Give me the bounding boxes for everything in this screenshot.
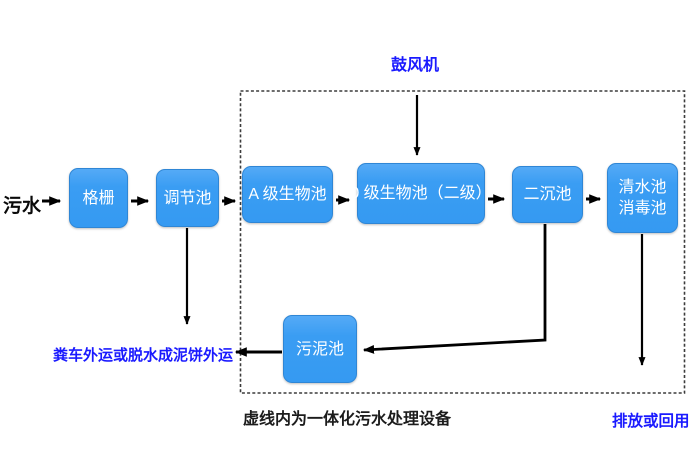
node-sludge-tank: 污泥池 xyxy=(283,315,357,383)
arrow-sedimentation-to-sludge xyxy=(362,224,547,354)
node-grid-screen: 格栅 xyxy=(69,168,128,228)
blower-label: 鼓风机 xyxy=(391,57,440,74)
integrated-equipment-dashed-boundary xyxy=(239,90,686,394)
influent-label: 污水 xyxy=(3,196,42,217)
node-clear-water-disinfection: 清水池 消毒池 xyxy=(607,163,678,233)
node-regulating-tank: 调节池 xyxy=(156,169,219,227)
dashed-boundary-caption: 虚线内为一体化污水处理设备 xyxy=(243,411,452,428)
sludge-disposal-label: 粪车外运或脱水成泥饼外运 xyxy=(53,347,234,364)
node-secondary-sedimentation: 二沉池 xyxy=(512,166,583,223)
node-a-level-bio-tank: A 级生物池 xyxy=(242,166,333,223)
node-o-level-bio-tank: 0 级生物池（二级） xyxy=(350,163,492,224)
effluent-discharge-label: 排放或回用 xyxy=(612,413,690,430)
disinfection-line: 消毒池 xyxy=(618,200,667,217)
clear-water-line: 清水池 xyxy=(618,179,667,196)
